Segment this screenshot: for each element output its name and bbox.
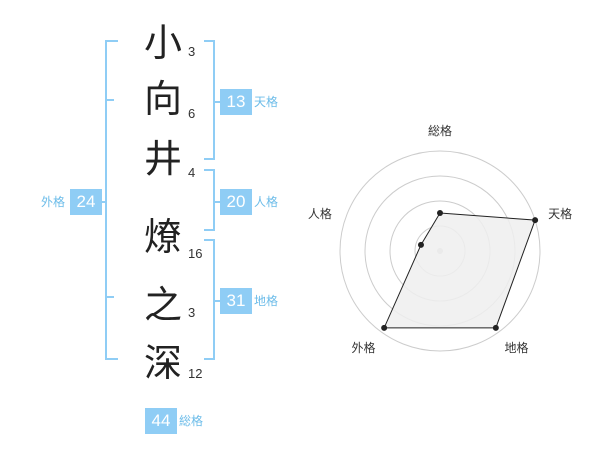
- name-char-5: 之: [143, 283, 182, 327]
- chikaku-badge: 31: [220, 288, 252, 314]
- chikaku-bracket: [204, 239, 215, 360]
- radar-point-1: [437, 210, 443, 216]
- stroke-count-6: 12: [188, 366, 203, 381]
- name-char-4: 燎: [143, 215, 182, 259]
- tenkaku-badge: 13: [220, 89, 252, 115]
- radar-point-4: [381, 324, 388, 331]
- tenkaku-bracket: [204, 40, 215, 160]
- stroke-count-5: 3: [188, 305, 196, 320]
- radar-axis-label-5: 人格: [308, 206, 332, 221]
- stroke-count-4: 16: [188, 246, 203, 261]
- name-char-3: 井: [143, 137, 182, 181]
- name-char-2: 向: [143, 77, 182, 121]
- radar-point-2: [532, 217, 539, 224]
- jinkaku-badge: 20: [220, 189, 252, 215]
- radar-axis-label-4: 外格: [351, 340, 375, 355]
- radar-ring: [339, 150, 541, 352]
- radar-axis-label-3: 地格: [505, 340, 529, 355]
- jinkaku-bracket: [204, 169, 215, 231]
- radar-area: [383, 212, 536, 329]
- radar-polygon: [383, 212, 536, 329]
- radar-points: [381, 210, 539, 331]
- soukaku-badge: 44: [145, 408, 177, 434]
- stroke-count-2: 6: [188, 106, 196, 121]
- radar-axis-label-2: 天格: [548, 206, 572, 221]
- jinkaku-label: 人格: [254, 195, 279, 209]
- gaikaku-bracket: [105, 40, 118, 360]
- stroke-count-3: 4: [188, 165, 196, 180]
- stroke-count-1: 3: [188, 44, 196, 59]
- soukaku-label: 総格: [179, 414, 204, 428]
- radar-axis-label-1: 総格: [428, 123, 452, 138]
- radar-point-5: [417, 241, 424, 248]
- chikaku-label: 地格: [254, 294, 279, 308]
- gaikaku-label: 外格: [41, 195, 66, 209]
- name-char-6: 深: [143, 341, 182, 385]
- gaikaku-badge: 24: [70, 189, 102, 215]
- radar-point-3: [492, 324, 499, 331]
- name-char-1: 小: [143, 21, 182, 65]
- tenkaku-label: 天格: [254, 95, 279, 109]
